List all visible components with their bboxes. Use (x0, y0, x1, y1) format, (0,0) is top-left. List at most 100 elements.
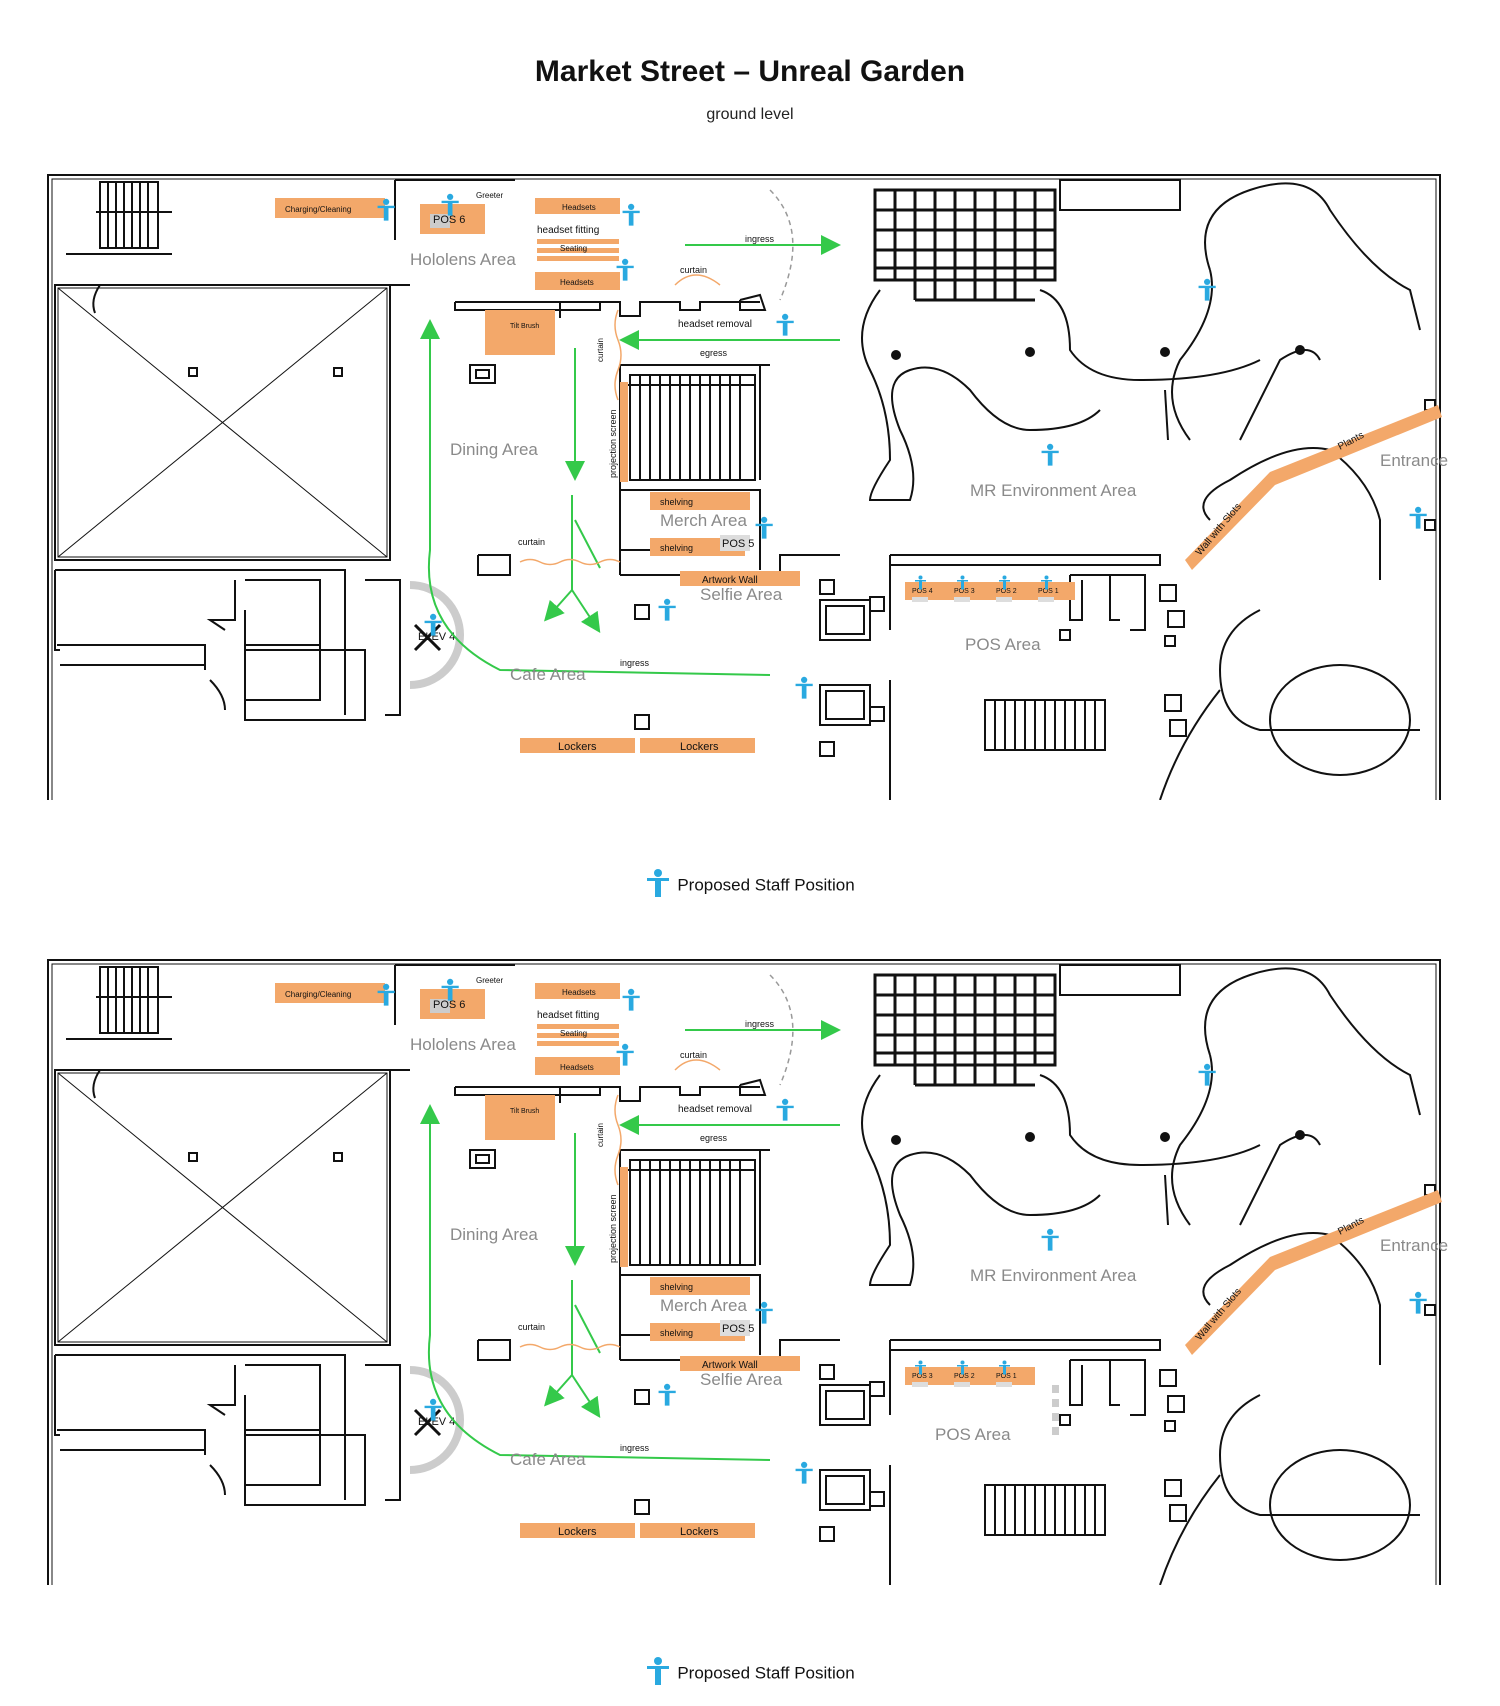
greeter-label: Greeter (476, 191, 503, 200)
pos-terminals-box (905, 1367, 1035, 1385)
greeter-label: Greeter (476, 976, 503, 985)
headsets-top-label: Headsets (562, 988, 596, 997)
fork-up (574, 1304, 601, 1354)
curtain-top-label: curtain (680, 265, 707, 275)
door-arc (769, 189, 794, 301)
staff-figure-icon (658, 1383, 676, 1406)
staff-positions (377, 978, 1427, 1484)
rooms-bottom-left (54, 569, 401, 721)
ingress-top-label: ingress (745, 234, 775, 244)
rooms-bottom-left (54, 1354, 401, 1506)
pos6-label: POS 6 (433, 214, 465, 226)
pos-terminals-box (905, 582, 1075, 600)
floor-plan: ELEV 4 (0, 160, 1500, 806)
lockers-left-label: Lockers (558, 741, 597, 753)
door-arc (769, 974, 794, 1086)
planter-wall (1185, 1190, 1442, 1355)
staff-figure-icon (776, 313, 794, 336)
legend-label: Proposed Staff Position (677, 1663, 855, 1683)
fitting-bar-2 (537, 1033, 619, 1038)
curtain-top-label: curtain (680, 1050, 707, 1060)
lockers-right-box (640, 738, 755, 753)
stair-top-left (66, 966, 172, 1040)
staff-figure-icon (658, 598, 676, 621)
staff-figure-icon (1041, 443, 1059, 466)
area-hololens: Hololens Area (410, 1035, 516, 1054)
elevator-label: ELEV 4 (418, 1416, 455, 1428)
area-merch: Merch Area (660, 511, 747, 530)
wall-label: Wall with Slots (1194, 1286, 1244, 1343)
lockers-right-label: Lockers (680, 741, 719, 753)
shelving-top-box (650, 1277, 750, 1295)
area-pos: POS Area (935, 1425, 1011, 1444)
area-dining: Dining Area (450, 440, 538, 459)
shelving-top-label: shelving (660, 1282, 693, 1292)
curtain-left-label: curtain (518, 537, 545, 547)
mr-environment-walls (861, 967, 1436, 1586)
pos-terminal-device (954, 597, 970, 602)
mr-environment-walls (861, 182, 1436, 801)
staff-figure-icon (424, 613, 442, 636)
staff-figure-icon (441, 978, 459, 1001)
pos-terminal-label: POS 4 (912, 588, 933, 595)
area-mr: MR Environment Area (970, 1266, 1137, 1285)
area-entrance: Entrance (1380, 451, 1448, 470)
pos-terminal-label: POS 1 (1038, 588, 1059, 595)
staff-figure-icon (957, 1360, 968, 1375)
area-hololens: Hololens Area (410, 250, 516, 269)
pos-terminal-device (996, 597, 1012, 602)
lockers-left-box (520, 738, 635, 753)
grid-structure (873, 179, 1181, 302)
pos-terminal-device (1038, 597, 1054, 602)
legend-label: Proposed Staff Position (677, 875, 855, 895)
pos-terminal-device (954, 1382, 970, 1387)
pos-removed-mark (1052, 1399, 1059, 1407)
artwork-wall-box (680, 571, 800, 586)
area-selfie: Selfie Area (700, 1370, 783, 1389)
egress-label: egress (700, 1133, 728, 1143)
charging-label: Charging/Cleaning (285, 990, 351, 999)
area-mr: MR Environment Area (970, 481, 1137, 500)
artwork-label: Artwork Wall (702, 575, 758, 586)
seating-label: Seating (560, 1029, 587, 1038)
curtains (519, 274, 721, 566)
pos6-device (430, 999, 450, 1013)
headsets-bottom-box (535, 1057, 620, 1075)
projection-screen-box (620, 1167, 628, 1267)
staff-figure-icon (616, 1043, 634, 1066)
tilt-brush-box (485, 310, 555, 355)
staff-figure-icon (999, 575, 1010, 590)
tilt-brush-box (485, 1095, 555, 1140)
ingress-top-label: ingress (745, 1019, 775, 1029)
fitting-bar-1 (537, 239, 619, 244)
lockers-left-box (520, 1523, 635, 1538)
projection-screen-box (620, 382, 628, 482)
fork-left (544, 589, 573, 622)
pos-terminal-device (912, 597, 928, 602)
headsets-top-box (535, 983, 620, 999)
flow-arrows (420, 235, 841, 676)
shelving-top-label: shelving (660, 497, 693, 507)
curtain-left-label: curtain (518, 1322, 545, 1332)
staff-positions (377, 193, 1427, 699)
headsets-bottom-label: Headsets (560, 278, 594, 287)
ingress-arrow-bottom (420, 319, 771, 676)
page-title: Market Street – Unreal Garden (534, 55, 966, 88)
seating-block (625, 374, 756, 481)
fork-right (571, 1374, 601, 1419)
staff-figure-icon (755, 516, 773, 539)
staff-figure-icon (999, 1360, 1010, 1375)
wall-label: Wall with Slots (1194, 501, 1244, 558)
pos6-label: POS 6 (433, 999, 465, 1011)
fork-left (544, 1374, 573, 1407)
charging-box (275, 983, 385, 1003)
fitting-bar-2 (537, 248, 619, 253)
ingress-bottom-label: ingress (620, 1443, 650, 1453)
area-cafe: Cafe Area (510, 665, 586, 684)
fitting-bar-1 (537, 1024, 619, 1029)
building-outline (47, 959, 1441, 1591)
pos5-label: POS 5 (722, 538, 754, 550)
fork-up (574, 519, 601, 569)
